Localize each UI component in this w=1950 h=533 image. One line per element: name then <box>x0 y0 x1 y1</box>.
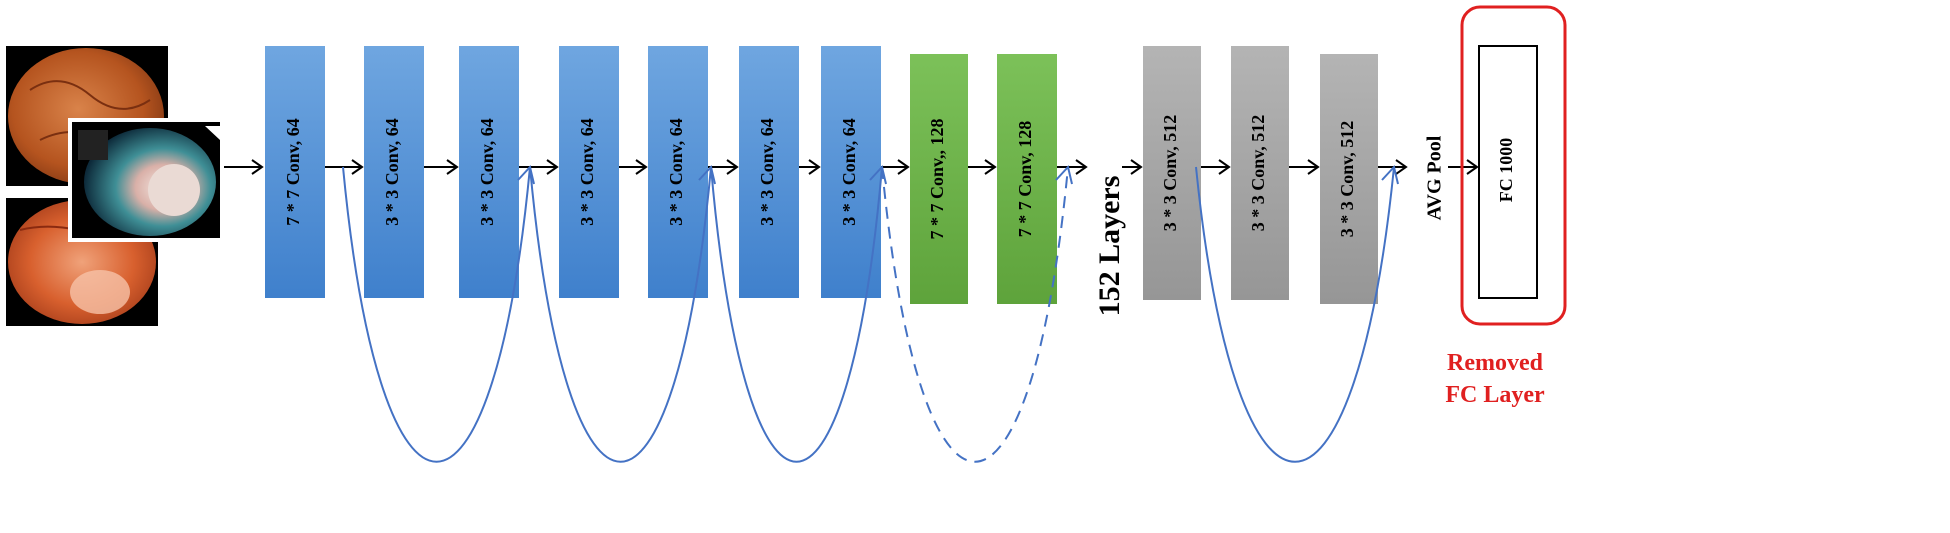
conv-block-label: 3 * 3 Conv, 64 <box>477 118 497 226</box>
removed-label-line2: FC Layer <box>1445 382 1545 408</box>
flow-arrow <box>881 159 910 175</box>
conv-block-rect <box>648 46 708 298</box>
conv-block-7: 3 * 3 Conv, 64 <box>821 46 881 298</box>
conv-block-rect <box>821 46 881 298</box>
avg-pool-label: AVG Pool <box>1424 135 1446 220</box>
conv-block-6: 3 * 3 Conv, 64 <box>739 46 799 298</box>
flow-arrow <box>799 159 821 175</box>
input-images <box>6 46 224 326</box>
conv-block-label: 3 * 3 Conv, 64 <box>666 118 686 226</box>
conv-block-rect <box>1143 46 1201 300</box>
conv-block-label: 7 * 7 Conv, 64 <box>283 118 303 226</box>
conv-block-2: 3 * 3 Conv, 64 <box>364 46 424 298</box>
conv-block-5: 3 * 3 Conv, 64 <box>648 46 708 298</box>
removed-fc-box: FC 1000 <box>1460 5 1567 326</box>
skip-connections <box>342 164 1399 463</box>
conv-block-rect <box>739 46 799 298</box>
conv-block-9: 7 * 7 Conv, 128 <box>997 54 1057 304</box>
conv-block-rect <box>1320 54 1378 304</box>
flow-arrow <box>1201 159 1231 175</box>
conv-block-3: 3 * 3 Conv, 64 <box>459 46 519 298</box>
skip-connection-curve <box>881 166 1069 463</box>
conv-block-11: 3 * 3 Conv, 512 <box>1231 46 1289 300</box>
conv-block-label: 3 * 3 Conv, 64 <box>757 118 777 226</box>
conv-block-label: 3 * 3 Conv, 64 <box>839 118 859 226</box>
flow-arrow <box>1057 159 1088 175</box>
layers-label: 152 Layers <box>1093 176 1126 317</box>
conv-block-rect <box>364 46 424 298</box>
conv-block-label: 3 * 3 Conv, 64 <box>382 118 402 226</box>
conv-block-8: 7 * 7 Conv,, 128 <box>910 54 968 304</box>
blocks-layer: 7 * 7 Conv, 64 3 * 3 Conv, 64 3 * 3 Conv, … <box>265 46 1378 304</box>
conv-block-1: 7 * 7 Conv, 64 <box>265 46 325 298</box>
conv-block-label: 3 * 3 Conv, 512 <box>1337 121 1357 238</box>
flow-arrow <box>708 159 739 175</box>
skip-connection-curve <box>1195 166 1395 463</box>
flow-arrow <box>619 159 648 175</box>
skip-arrowhead <box>1381 164 1399 185</box>
flow-arrow <box>968 159 997 175</box>
conv-block-rect <box>1231 46 1289 300</box>
endoscopy-image-2 <box>68 118 224 242</box>
flow-arrow <box>1122 159 1143 175</box>
removed-label-line1: Removed <box>1447 350 1544 376</box>
conv-block-rect <box>265 46 325 298</box>
skip-connection-curve <box>710 166 883 463</box>
conv-block-label: 3 * 3 Conv, 512 <box>1160 115 1180 232</box>
conv-block-label: 7 * 7 Conv,, 128 <box>927 118 947 239</box>
conv-block-label: 7 * 7 Conv, 128 <box>1015 121 1035 238</box>
flow-arrow <box>519 159 559 175</box>
conv-block-label: 3 * 3 Conv, 512 <box>1248 115 1268 232</box>
arrows-layer <box>224 159 1479 175</box>
conv-block-10: 3 * 3 Conv, 512 <box>1143 46 1201 300</box>
conv-block-rect <box>997 54 1057 304</box>
skip-connection-curve <box>529 166 712 463</box>
conv-block-rect <box>459 46 519 298</box>
conv-block-rect <box>559 46 619 298</box>
conv-block-rect <box>910 54 968 304</box>
fc-layer-block <box>1478 45 1538 299</box>
flow-arrow <box>1289 159 1320 175</box>
conv-block-label: 3 * 3 Conv, 64 <box>577 118 597 226</box>
fc-label: FC 1000 <box>1496 138 1516 203</box>
flow-arrow <box>424 159 459 175</box>
skip-connection-curve <box>342 166 531 463</box>
conv-block-12: 3 * 3 Conv, 512 <box>1320 54 1378 304</box>
conv-block-4: 3 * 3 Conv, 64 <box>559 46 619 298</box>
flow-arrow <box>224 159 264 175</box>
flow-arrow <box>1378 159 1408 175</box>
skip-arrowhead <box>1055 164 1073 185</box>
